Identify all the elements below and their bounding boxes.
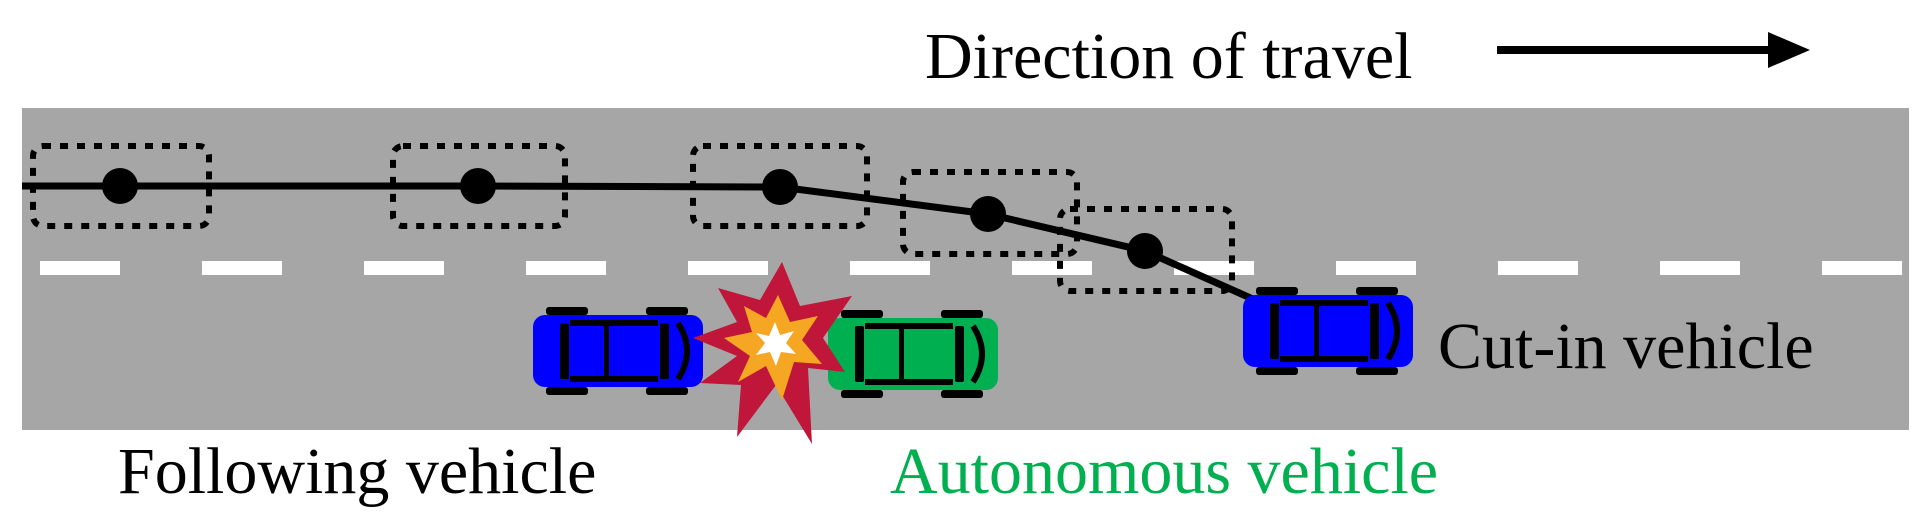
autonomous-vehicle-label: Autonomous vehicle [890, 435, 1438, 508]
trajectory-point [1127, 233, 1163, 269]
following-vehicle [533, 307, 703, 395]
trajectory-box [900, 169, 1080, 257]
trajectory-points [102, 168, 1163, 269]
cut-in-vehicle-label: Cut-in vehicle [1438, 310, 1814, 383]
cut-in-vehicle [1243, 287, 1413, 375]
trajectory-point [970, 196, 1006, 232]
autonomous-vehicle [828, 310, 998, 398]
direction-label: Direction of travel [925, 20, 1412, 93]
trajectory-point [762, 169, 798, 205]
trajectory-point [102, 168, 138, 204]
trajectory-point [460, 168, 496, 204]
following-vehicle-label: Following vehicle [118, 435, 596, 508]
arrow-right-icon [1497, 32, 1810, 68]
trajectory-box [390, 143, 568, 229]
trajectory-box [1057, 206, 1235, 294]
explosion-icon [693, 262, 852, 444]
